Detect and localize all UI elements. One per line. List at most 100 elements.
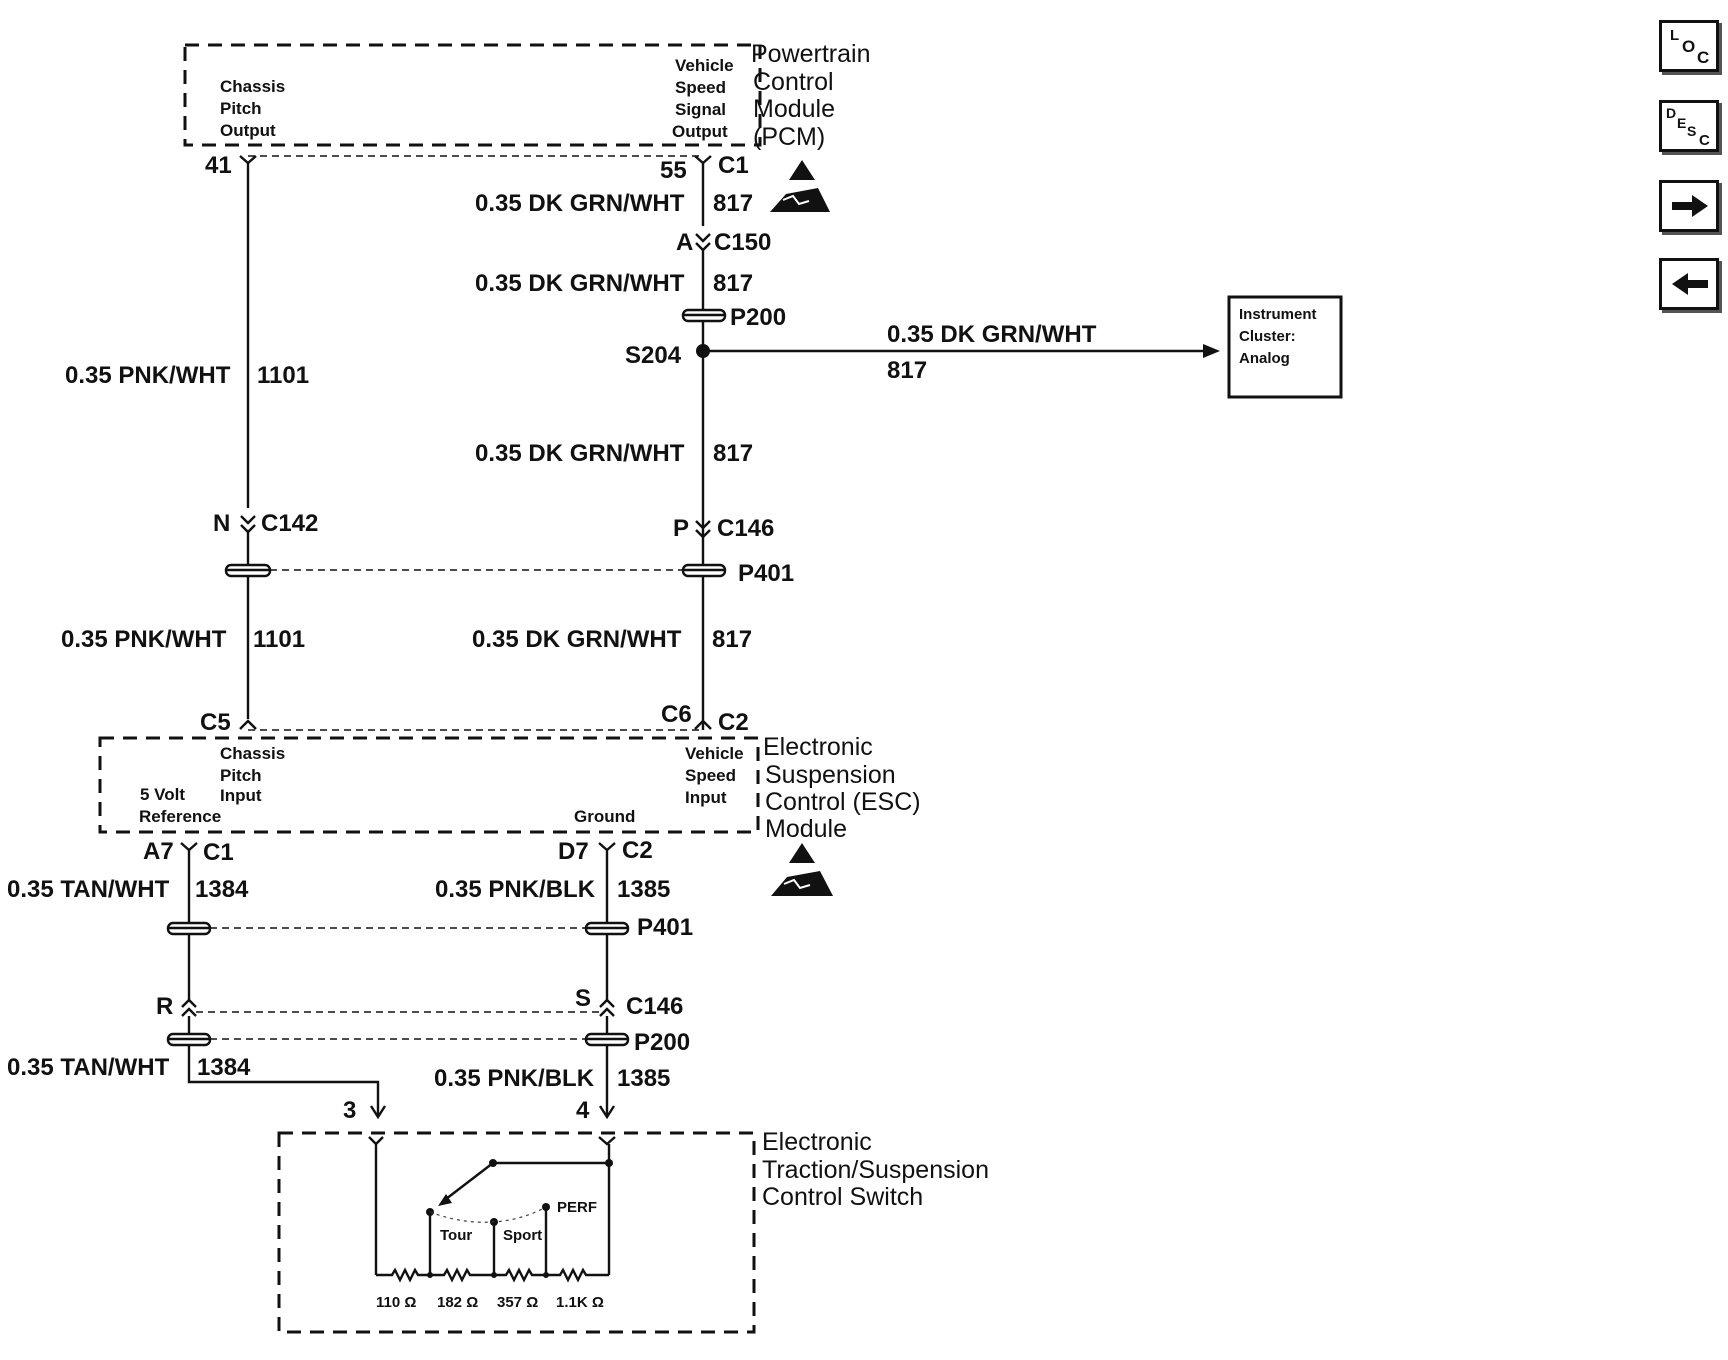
wire-1101-color: 0.35 PNK/WHT [65, 362, 231, 389]
s204-label: S204 [625, 342, 682, 369]
p401-top-label: P401 [738, 560, 794, 587]
esc-right-label-2: Speed [685, 766, 736, 785]
prev-page-button[interactable] [1659, 258, 1719, 310]
pin-a7: A7 [143, 838, 174, 865]
esc-left-label-2: Pitch [220, 766, 262, 785]
cluster-title-1: Instrument [1239, 306, 1317, 323]
switch-pos-perf: PERF [557, 1199, 597, 1216]
wire-1101-color-lower: 0.35 PNK/WHT [61, 626, 227, 653]
pin-c6: C6 [661, 701, 692, 728]
c142-pin: N [213, 510, 230, 537]
pcm-right-label-1: Vehicle [675, 56, 734, 75]
loc-letter-o: O [1682, 37, 1696, 56]
switch-pos-sport: Sport [503, 1227, 542, 1244]
esd-warning-icon [770, 160, 830, 212]
wire-1384-circuit-2: 1384 [197, 1054, 251, 1081]
loc-letter-c: C [1697, 48, 1710, 67]
esc-5v-label-2: Reference [139, 807, 221, 826]
wire-817-circuit-2: 817 [713, 270, 753, 297]
traction-suspension-switch: Electronic Traction/Suspension Control S… [277, 1128, 989, 1334]
resistor-357: 357 Ω [497, 1294, 538, 1311]
pcm-left-label-2: Pitch [220, 99, 262, 118]
wire-817: 55 C1 0.35 DK GRN/WHT 817 A C150 0.35 DK… [472, 152, 1220, 730]
esc-title-2: Suspension [765, 761, 896, 789]
pcm-right-label-3: Signal [675, 100, 726, 119]
arrow-left-icon [1672, 273, 1708, 295]
esc-right-label-3: Input [685, 788, 727, 807]
pcm-title-1: Powertrain [751, 40, 871, 68]
pin-3: 3 [343, 1097, 356, 1124]
pcm-module: Powertrain Control Module (PCM) Chassis … [183, 40, 871, 151]
wire-1384-circuit-1: 1384 [195, 876, 249, 903]
p401-bottom-label: P401 [637, 914, 693, 941]
wire-817-circuit-4: 817 [712, 626, 752, 653]
pcm-left-label-1: Chassis [220, 77, 285, 96]
arrow-right-icon [1672, 195, 1708, 217]
loc-button[interactable]: L O C [1659, 20, 1719, 72]
esc-left-label-1: Chassis [220, 744, 285, 763]
esc-right-label-1: Vehicle [685, 744, 744, 763]
c146-lower-label: C146 [626, 993, 683, 1020]
wire-817-cluster-circuit: 817 [887, 357, 927, 384]
c146-pin-r: R [156, 993, 173, 1020]
wire-1101-circuit: 1101 [257, 362, 309, 389]
pcm-title-2: Control [753, 68, 834, 96]
instrument-cluster-analog: Instrument Cluster: Analog [1227, 295, 1343, 399]
pcm-right-label-4: Output [672, 122, 728, 141]
pin-55: 55 [660, 157, 687, 184]
desc-button[interactable]: D E S C [1659, 100, 1719, 152]
wire-1385: D7 C2 0.35 PNK/BLK 1385 P401 S C146 P200… [434, 837, 693, 1124]
wire-1385-circuit-2: 1385 [617, 1065, 670, 1092]
c146-label: C146 [717, 515, 774, 542]
pcm-title-4: (PCM) [753, 123, 825, 151]
desc-letter-c: C [1699, 132, 1710, 149]
resistor-1k1: 1.1K Ω [556, 1294, 604, 1311]
pcm-left-label-3: Output [220, 121, 276, 140]
wire-1384: A7 C1 0.35 TAN/WHT 1384 R 0.35 TAN/WHT 1… [7, 838, 387, 1124]
esc-title-3: Control (ESC) [765, 788, 921, 816]
cluster-title-2: Cluster: [1239, 328, 1296, 345]
pin-c1-esc: C1 [203, 839, 234, 866]
c142-label: C142 [261, 510, 318, 537]
switch-pos-tour: Tour [440, 1227, 472, 1244]
esc-title-4: Module [765, 815, 847, 843]
pin-4: 4 [576, 1097, 590, 1124]
wire-817-circuit-1: 817 [713, 190, 753, 217]
loc-letter-l: L [1670, 27, 1680, 44]
desc-letter-e: E [1677, 115, 1687, 131]
esd-warning-icon-2 [771, 843, 833, 896]
wire-817-color-3: 0.35 DK GRN/WHT [475, 440, 685, 467]
desc-letter-s: S [1687, 123, 1697, 139]
wire-1385-circuit-1: 1385 [617, 876, 670, 903]
p200-bottom-label: P200 [634, 1029, 690, 1056]
wire-817-color-4: 0.35 DK GRN/WHT [472, 626, 682, 653]
pin-d7: D7 [558, 838, 589, 865]
c146-pin-p: P [673, 515, 689, 542]
desc-letter-d: D [1666, 105, 1677, 121]
esc-ground-label: Ground [574, 807, 635, 826]
wire-817-color-1: 0.35 DK GRN/WHT [475, 190, 685, 217]
wire-817-cluster-color: 0.35 DK GRN/WHT [887, 321, 1097, 348]
wire-817-color-2: 0.35 DK GRN/WHT [475, 270, 685, 297]
wire-1385-color-1: 0.35 PNK/BLK [435, 876, 596, 903]
pin-c1: C1 [718, 152, 749, 179]
pin-c2-top: C2 [718, 709, 749, 736]
esc-left-label-3: Input [220, 786, 262, 805]
switch-title-2: Traction/Suspension [762, 1156, 989, 1184]
wire-1384-color-1: 0.35 TAN/WHT [7, 876, 170, 903]
next-page-button[interactable] [1659, 180, 1719, 232]
resistor-110: 110 Ω [376, 1294, 416, 1311]
c146-pin-s: S [575, 985, 591, 1012]
wire-1384-color-2: 0.35 TAN/WHT [7, 1054, 170, 1081]
wire-1385-color-2: 0.35 PNK/BLK [434, 1065, 595, 1092]
resistor-182: 182 Ω [437, 1294, 478, 1311]
c150-pin: A [676, 229, 693, 256]
pcm-title-3: Module [753, 95, 835, 123]
c150-label: C150 [714, 229, 771, 256]
p200-top-label: P200 [730, 304, 786, 331]
pcm-right-label-2: Speed [675, 78, 726, 97]
wire-1101-circuit-lower: 1101 [253, 626, 305, 653]
esc-title-1: Electronic [763, 733, 873, 761]
wire-817-circuit-3: 817 [713, 440, 753, 467]
